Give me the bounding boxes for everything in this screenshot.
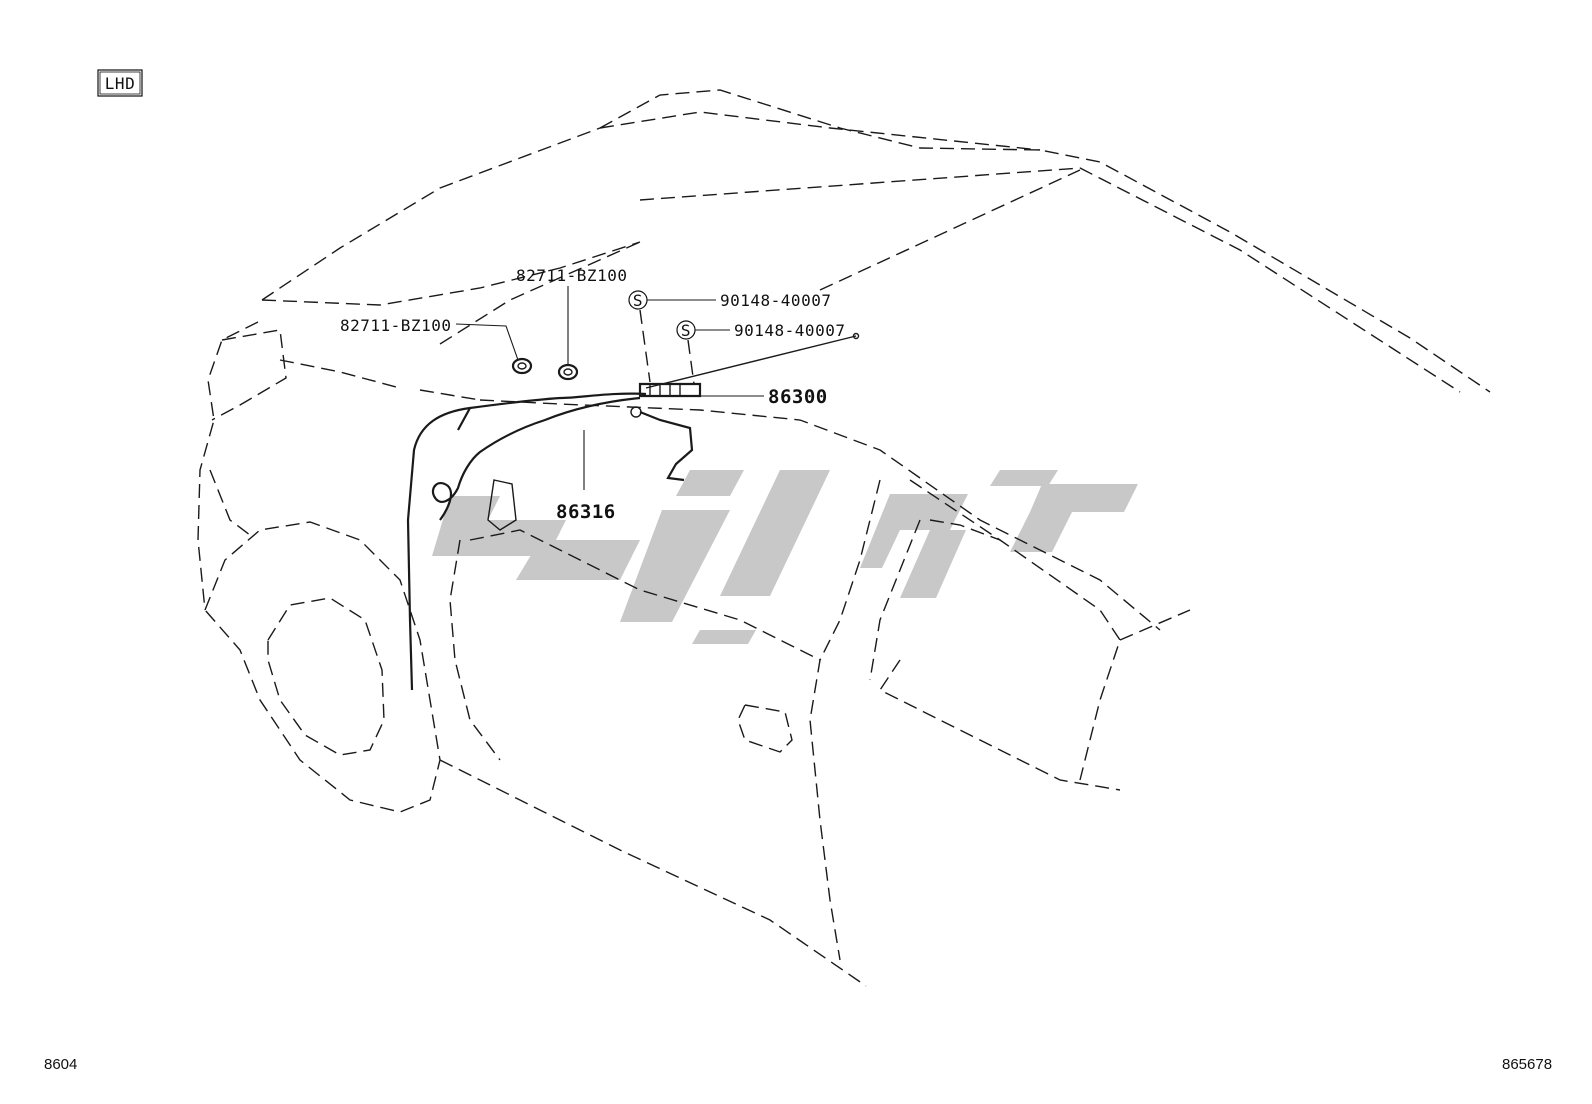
vehicle-outline bbox=[197, 89, 1491, 987]
clip-left-part bbox=[511, 357, 533, 375]
region-badge: LHD bbox=[97, 69, 143, 97]
callout-clip-left: 82711-BZ100 bbox=[340, 316, 451, 335]
clip-right-part bbox=[557, 363, 579, 381]
screw-marker-upper: S bbox=[628, 290, 648, 310]
screw-marker-lower: S bbox=[676, 320, 696, 340]
leader-lines bbox=[455, 286, 764, 490]
screw-marker-lower-letter: S bbox=[681, 321, 691, 340]
footer-left-code: 8604 bbox=[44, 1056, 78, 1073]
antenna-assembly bbox=[406, 332, 860, 691]
callout-screw-upper: 90148-40007 bbox=[720, 291, 831, 310]
footer-right-code: 865678 bbox=[1502, 1056, 1553, 1073]
antenna-cord bbox=[406, 392, 647, 691]
antenna-mast bbox=[645, 335, 857, 389]
callout-antenna: 86300 bbox=[768, 386, 828, 408]
screw-marker-upper-letter: S bbox=[633, 291, 643, 310]
watermark-logo bbox=[432, 470, 1138, 644]
region-badge-text: LHD bbox=[105, 74, 135, 93]
callout-cord: 86316 bbox=[556, 501, 616, 523]
callout-screw-lower: 90148-40007 bbox=[734, 321, 845, 340]
callout-clip-right: 82711-BZ100 bbox=[516, 266, 627, 285]
